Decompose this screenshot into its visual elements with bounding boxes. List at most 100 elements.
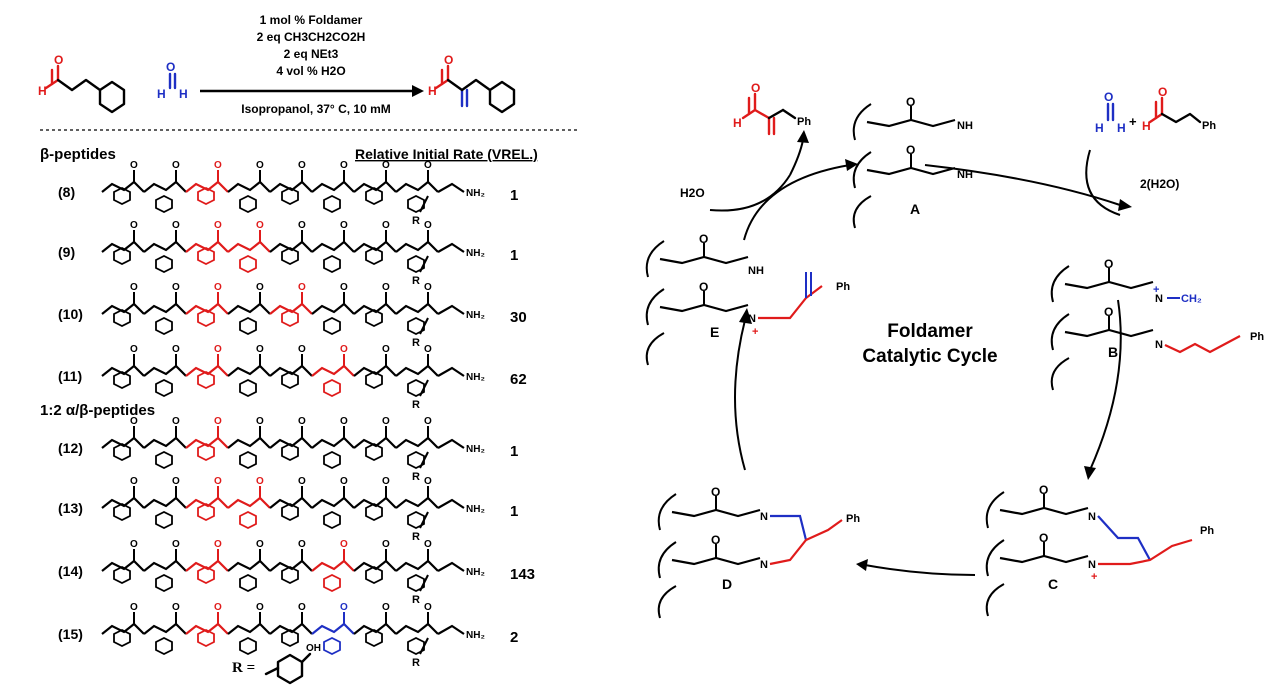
svg-text:O: O bbox=[1104, 90, 1113, 104]
terminal-bond bbox=[437, 182, 465, 193]
residue-bond bbox=[353, 436, 397, 449]
r-label: R bbox=[412, 594, 420, 606]
residue-ring bbox=[197, 186, 215, 206]
residue-bond bbox=[143, 559, 187, 572]
residue-ring bbox=[407, 573, 425, 593]
oxygen-atom: O bbox=[214, 282, 222, 293]
compound-id: (11) bbox=[58, 368, 82, 384]
atom-label: N bbox=[760, 559, 768, 571]
residue-bond bbox=[395, 240, 439, 253]
reaction-arrow bbox=[200, 85, 424, 97]
intermediate-d: OOD bbox=[657, 485, 761, 619]
residue-bond bbox=[143, 436, 187, 449]
svg-text:O: O bbox=[444, 53, 453, 67]
residue-bond bbox=[269, 496, 313, 509]
residue-ring bbox=[323, 573, 341, 593]
residue-bond bbox=[185, 436, 229, 449]
oxygen-atom: O bbox=[382, 160, 390, 171]
residue-ring bbox=[113, 502, 131, 522]
residue-ring bbox=[323, 316, 341, 336]
oxygen-atom: O bbox=[172, 602, 180, 613]
oxygen-atom: O bbox=[214, 539, 222, 550]
intermediate-label: E bbox=[710, 324, 719, 340]
section-alpha-beta-peptides: 1:2 α/β-peptides bbox=[40, 402, 155, 419]
oxygen-atom: O bbox=[256, 160, 264, 171]
residue-bond bbox=[353, 240, 397, 253]
oxygen-atom: O bbox=[172, 160, 180, 171]
svg-text:Ph: Ph bbox=[797, 116, 811, 128]
ph-label: Ph bbox=[1200, 525, 1214, 537]
oxygen-atom: O bbox=[1039, 531, 1048, 545]
reactant-formaldehyde: H H O bbox=[157, 60, 188, 101]
residue-bond bbox=[395, 622, 439, 635]
side-chain-bond bbox=[419, 574, 429, 592]
residue-ring bbox=[197, 442, 215, 462]
oxygen-atom: O bbox=[298, 602, 306, 613]
residue-bond bbox=[311, 436, 355, 449]
svg-text:H: H bbox=[1095, 121, 1104, 135]
oxygen-atom: O bbox=[172, 282, 180, 293]
residue-ring bbox=[113, 628, 131, 648]
charge-plus: + bbox=[1091, 571, 1097, 583]
residue-bond bbox=[311, 496, 355, 509]
intermediate-a: OOA bbox=[852, 95, 956, 229]
residue-ring bbox=[281, 442, 299, 462]
atom-label: N bbox=[1088, 559, 1096, 571]
oxygen-atom: O bbox=[214, 476, 222, 487]
relative-rate: 143 bbox=[510, 566, 535, 583]
residue-ring bbox=[197, 502, 215, 522]
residue-ring bbox=[239, 510, 257, 530]
residue-ring bbox=[407, 378, 425, 398]
residue-ring bbox=[197, 246, 215, 266]
oxygen-atom: O bbox=[256, 476, 264, 487]
water-in: H2O bbox=[680, 186, 705, 200]
oxygen-atom: O bbox=[424, 160, 432, 171]
svg-text:Ph: Ph bbox=[1202, 120, 1216, 132]
oxygen-atom: O bbox=[1039, 483, 1048, 497]
r-label: R bbox=[412, 215, 420, 227]
residue-bond bbox=[101, 240, 145, 253]
residue-bond bbox=[353, 559, 397, 572]
oxygen-atom: O bbox=[130, 539, 138, 550]
residue-bond bbox=[269, 436, 313, 449]
compound-id: (15) bbox=[58, 626, 83, 642]
atom-label: N bbox=[1155, 339, 1163, 351]
ring-backbone bbox=[671, 508, 761, 518]
oxygen-atom: O bbox=[382, 344, 390, 355]
residue-bond bbox=[227, 364, 271, 377]
residue-bond bbox=[353, 622, 397, 635]
residue-ring bbox=[197, 628, 215, 648]
condition-4: 4 vol % H2O bbox=[276, 64, 345, 78]
oxygen-atom: O bbox=[256, 539, 264, 550]
atom-label: N bbox=[1088, 511, 1096, 523]
residue-bond bbox=[395, 180, 439, 193]
residue-ring bbox=[407, 636, 425, 656]
residue-ring bbox=[281, 502, 299, 522]
r-label: R bbox=[412, 275, 420, 287]
intermediate-label: B bbox=[1108, 344, 1118, 360]
svg-text:H: H bbox=[38, 84, 47, 98]
helix-turn bbox=[985, 583, 1005, 617]
terminal-bond bbox=[437, 304, 465, 315]
ph-label: Ph bbox=[836, 281, 850, 293]
amide-nh2: NH₂ bbox=[466, 567, 485, 578]
residue-bond bbox=[143, 180, 187, 193]
oxygen-atom: O bbox=[699, 280, 708, 294]
residue-bond bbox=[101, 622, 145, 635]
amide-nh2: NH₂ bbox=[466, 372, 485, 383]
residue-ring bbox=[281, 186, 299, 206]
relative-rate: 30 bbox=[510, 309, 527, 326]
residue-bond bbox=[185, 496, 229, 509]
residue-ring bbox=[365, 308, 383, 328]
residue-ring bbox=[113, 565, 131, 585]
residue-ring bbox=[155, 254, 173, 274]
residue-bond bbox=[395, 559, 439, 572]
ring-backbone bbox=[866, 118, 956, 128]
oxygen-atom: O bbox=[172, 220, 180, 231]
amide-nh2: NH₂ bbox=[466, 248, 485, 259]
compound-id: (13) bbox=[58, 500, 83, 516]
atom-label: NH bbox=[957, 120, 973, 132]
